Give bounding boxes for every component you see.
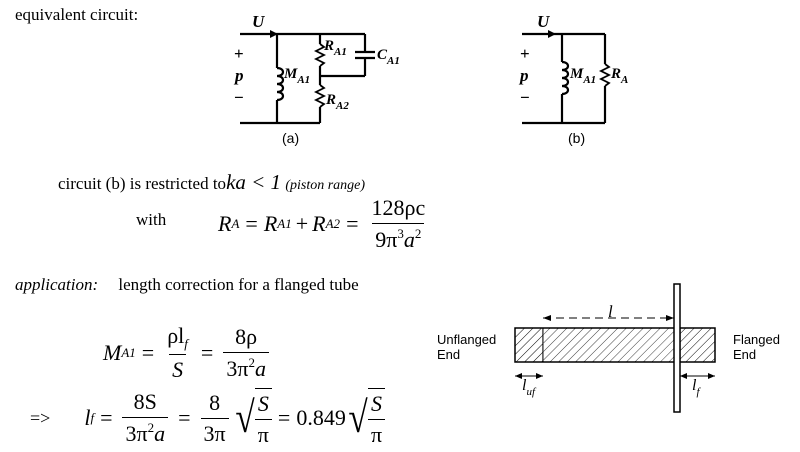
circuit-b-minus: − — [520, 88, 530, 107]
circuit-b-p-label: p — [520, 66, 529, 85]
circuit-b-m-label: MA1 — [570, 66, 597, 86]
circuit-b-diagram — [522, 30, 612, 125]
circuit-a-plus: + — [234, 44, 244, 63]
application-label: application: — [15, 275, 99, 294]
luf-label: luf — [522, 377, 536, 398]
heading: equivalent circuit: — [15, 5, 139, 24]
circuit-a-ra1-label: RA1 — [324, 38, 347, 58]
circuit-a-ca1-label: CA1 — [377, 47, 400, 67]
circuit-a-caption: (a) — [282, 130, 300, 146]
restriction-condition: ka < 1 — [226, 170, 282, 194]
circuit-a-m-label: MA1 — [284, 66, 311, 86]
application-text: length correction for a flanged tube — [118, 275, 359, 294]
circuit-a-diagram — [240, 30, 375, 125]
restriction-text: circuit (b) is restricted to — [58, 174, 227, 193]
circuit-b-plus: + — [520, 44, 530, 63]
circuit-b-caption: (b) — [568, 130, 586, 146]
circuit-a-u-label: U — [252, 12, 265, 31]
application-line: application: length correction for a fla… — [15, 275, 359, 295]
circuit-b-u-label: U — [537, 12, 550, 31]
flanged-tube-diagram — [514, 283, 716, 413]
restriction-line: circuit (b) is restricted toka < 1 (pist… — [58, 170, 365, 195]
circuit-a-minus: − — [234, 88, 244, 107]
lf-label: lf — [692, 377, 700, 398]
circuit-a-ra2-label: RA2 — [326, 92, 349, 112]
circuit-b-r-label: RA — [611, 66, 629, 86]
with-label: with — [136, 210, 167, 229]
tube-length-label: l — [608, 302, 613, 321]
circuit-a-p-label: p — [235, 66, 244, 85]
restriction-note: (piston range) — [285, 178, 366, 193]
